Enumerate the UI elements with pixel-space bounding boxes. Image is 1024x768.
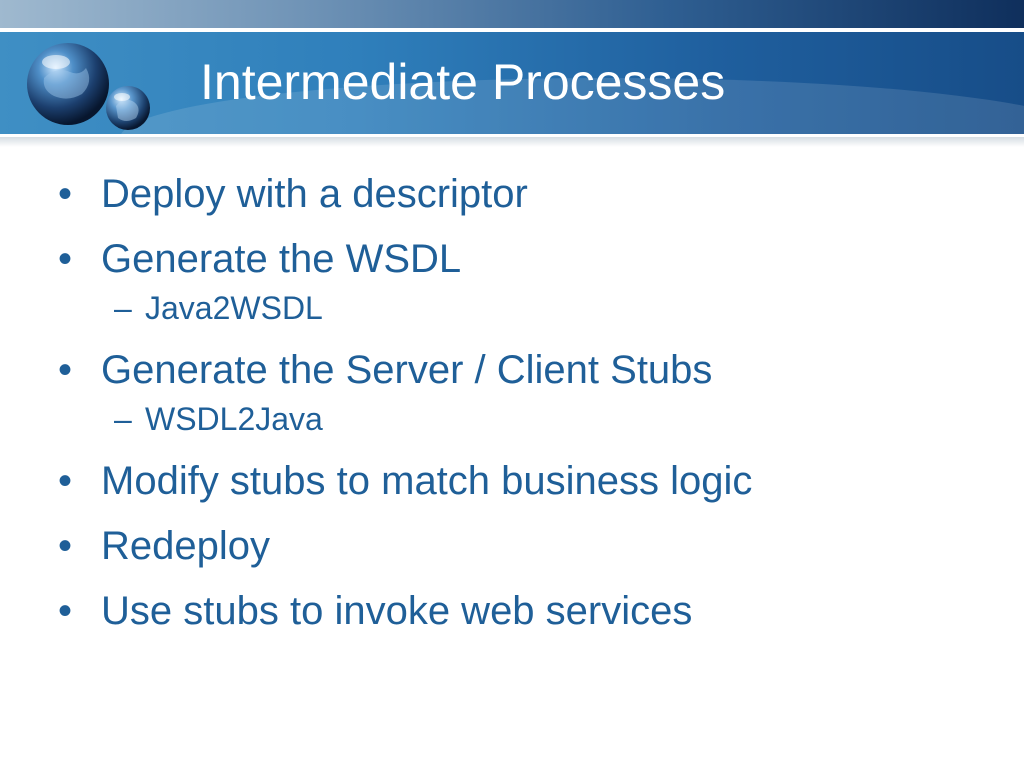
bullet-text: Use stubs to invoke web services xyxy=(101,589,693,633)
bullet-text: Generate the WSDL xyxy=(101,237,462,281)
bullet-marker: • xyxy=(58,589,73,633)
bullet-marker: • xyxy=(58,237,73,281)
bullet-item: • Redeploy xyxy=(58,522,998,570)
slide-title: Intermediate Processes xyxy=(200,54,726,110)
bullet-item: • Generate the Server / Client Stubs xyxy=(58,346,998,394)
bullet-marker: • xyxy=(58,524,73,568)
title-band-divider xyxy=(0,134,1024,137)
bullet-text: WSDL2Java xyxy=(145,401,323,437)
bullet-item: • Deploy with a descriptor xyxy=(58,170,998,218)
bullet-marker: • xyxy=(58,172,73,216)
sub-bullet-marker: – xyxy=(114,290,132,326)
bullet-item: • Use stubs to invoke web services xyxy=(58,587,998,635)
sub-bullet-marker: – xyxy=(114,401,132,437)
sub-bullet-item: –WSDL2Java xyxy=(58,400,998,438)
bullet-item: • Generate the WSDL xyxy=(58,235,998,283)
top-divider-line xyxy=(0,28,1024,32)
globe-logo-icon xyxy=(27,43,150,130)
bullet-text: Modify stubs to match business logic xyxy=(101,459,753,503)
bullet-marker: • xyxy=(58,459,73,503)
bullet-text: Generate the Server / Client Stubs xyxy=(101,348,713,392)
sub-bullet-item: –Java2WSDL xyxy=(58,289,998,327)
bullet-item: • Modify stubs to match business logic xyxy=(58,457,998,505)
top-gradient-strip xyxy=(0,0,1024,28)
bullet-list: • Deploy with a descriptor • Generate the W… xyxy=(58,170,998,652)
bullet-text: Java2WSDL xyxy=(145,290,323,326)
title-band xyxy=(0,32,1024,134)
bullet-text: Redeploy xyxy=(101,524,271,568)
title-band-shadow xyxy=(0,137,1024,147)
bullet-marker: • xyxy=(58,348,73,392)
bullet-text: Deploy with a descriptor xyxy=(101,172,528,216)
